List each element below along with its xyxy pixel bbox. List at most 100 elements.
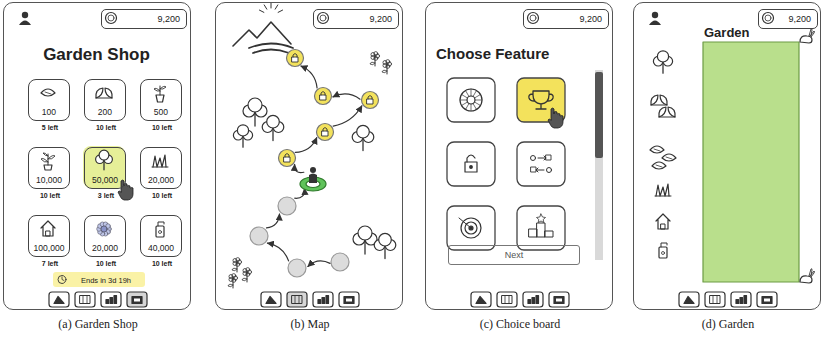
icon-stroke [465,162,477,172]
icon-stroke [114,296,117,304]
icon-stroke [154,88,160,91]
stock-left: 10 left [77,124,135,132]
icon-stroke [546,155,551,160]
icon-stroke [655,196,671,197]
icon-stroke [471,89,472,96]
screen-title: Garden Shop [4,45,189,65]
icon-stroke [473,90,477,96]
level-locked [315,88,332,105]
icon-stroke [293,54,297,58]
icon-stroke [547,168,552,173]
icon-stroke [502,296,512,304]
icon-stroke [764,299,770,302]
coin-amount: 9,200 [579,14,602,24]
mountain [233,22,291,46]
icon-stroke [545,231,553,237]
flower-icon [232,274,236,278]
icon-stroke [318,300,321,304]
icon-stroke [323,128,327,132]
icon-stroke [467,96,475,104]
seed-icon [650,146,664,153]
level-locked [287,50,304,67]
icon-stroke [271,3,272,8]
stock-left: 10 left [133,124,191,132]
clock-icon [58,276,66,284]
lock-icon [322,131,328,136]
icon-stroke [736,300,739,304]
lock-icon [292,57,298,62]
icon-stroke [242,278,247,281]
icon-stroke [536,156,546,172]
stock-left: 7 left [21,260,79,268]
icon-stroke [461,95,467,99]
icon-stroke [460,100,467,101]
icon-stroke [105,88,112,98]
icon-stroke [475,100,482,101]
icon-stroke [101,226,107,232]
coin-balance: 9,200 [758,9,818,29]
stock-left: 5 left [21,124,79,132]
nav-tab [705,292,725,307]
icon-stroke [41,153,55,162]
level-done [331,253,349,271]
coin-balance: 9,200 [101,9,187,29]
house-icon [656,214,670,229]
item-highlight [83,146,125,188]
icon-stroke [87,296,88,304]
nav-tab [679,292,699,307]
icon-stroke [659,117,675,118]
icon-stroke [809,269,815,277]
path-arrow [267,243,288,261]
icon-stroke [762,297,772,304]
icon-stroke [249,44,293,54]
icon-stroke [668,107,675,117]
icon-stroke [379,233,392,246]
path-arrow [308,261,330,267]
icon-stroke [661,224,665,229]
flower-icon [246,268,250,272]
icon-stroke [661,243,667,247]
icon-stroke [651,105,667,106]
icon-stroke [357,125,370,138]
icon-stroke [476,297,486,304]
icon-stroke [531,156,536,161]
item-price: 20,000 [141,176,181,185]
grass-icon [153,155,166,167]
icon-stroke [259,10,263,12]
spray-icon [156,226,164,237]
shop-item: 1005 left [28,79,70,121]
item-price: 100 [29,108,69,117]
avatar-icon [22,12,28,18]
nav-tab [101,292,121,307]
path-arrow [295,188,305,198]
icon-stroke [459,218,471,228]
feature-option [447,78,495,122]
nav-tab [549,292,569,307]
stock-left: 10 left [77,260,135,268]
figure-caption: (c) Choice board [416,317,624,331]
coin-icon [528,13,539,24]
shop-item: 20,00010 left [84,215,126,257]
coin-icon [106,13,117,24]
icon-stroke [45,92,51,94]
icon-stroke [309,174,317,184]
icon-stroke [660,95,667,105]
nav-tab [261,292,281,307]
screen-title: Choose Feature [436,45,611,63]
path-arrow [333,94,360,99]
timer-text: Ends in 3d 19h [81,276,131,285]
icon-stroke [461,102,467,106]
item-price: 20,000 [85,244,125,253]
seed-icon [41,89,55,96]
shop-item: 50,0003 left [84,147,126,189]
icon-stroke [299,296,300,304]
icon-stroke [531,167,536,172]
feature-option [447,142,495,186]
nav-tab [313,292,333,307]
screen-title: Garden [704,25,819,41]
nav-tab [757,292,777,307]
leaf-icon [659,107,666,117]
icon-stroke [717,296,718,304]
shop-item: 40,00010 left [140,215,182,257]
